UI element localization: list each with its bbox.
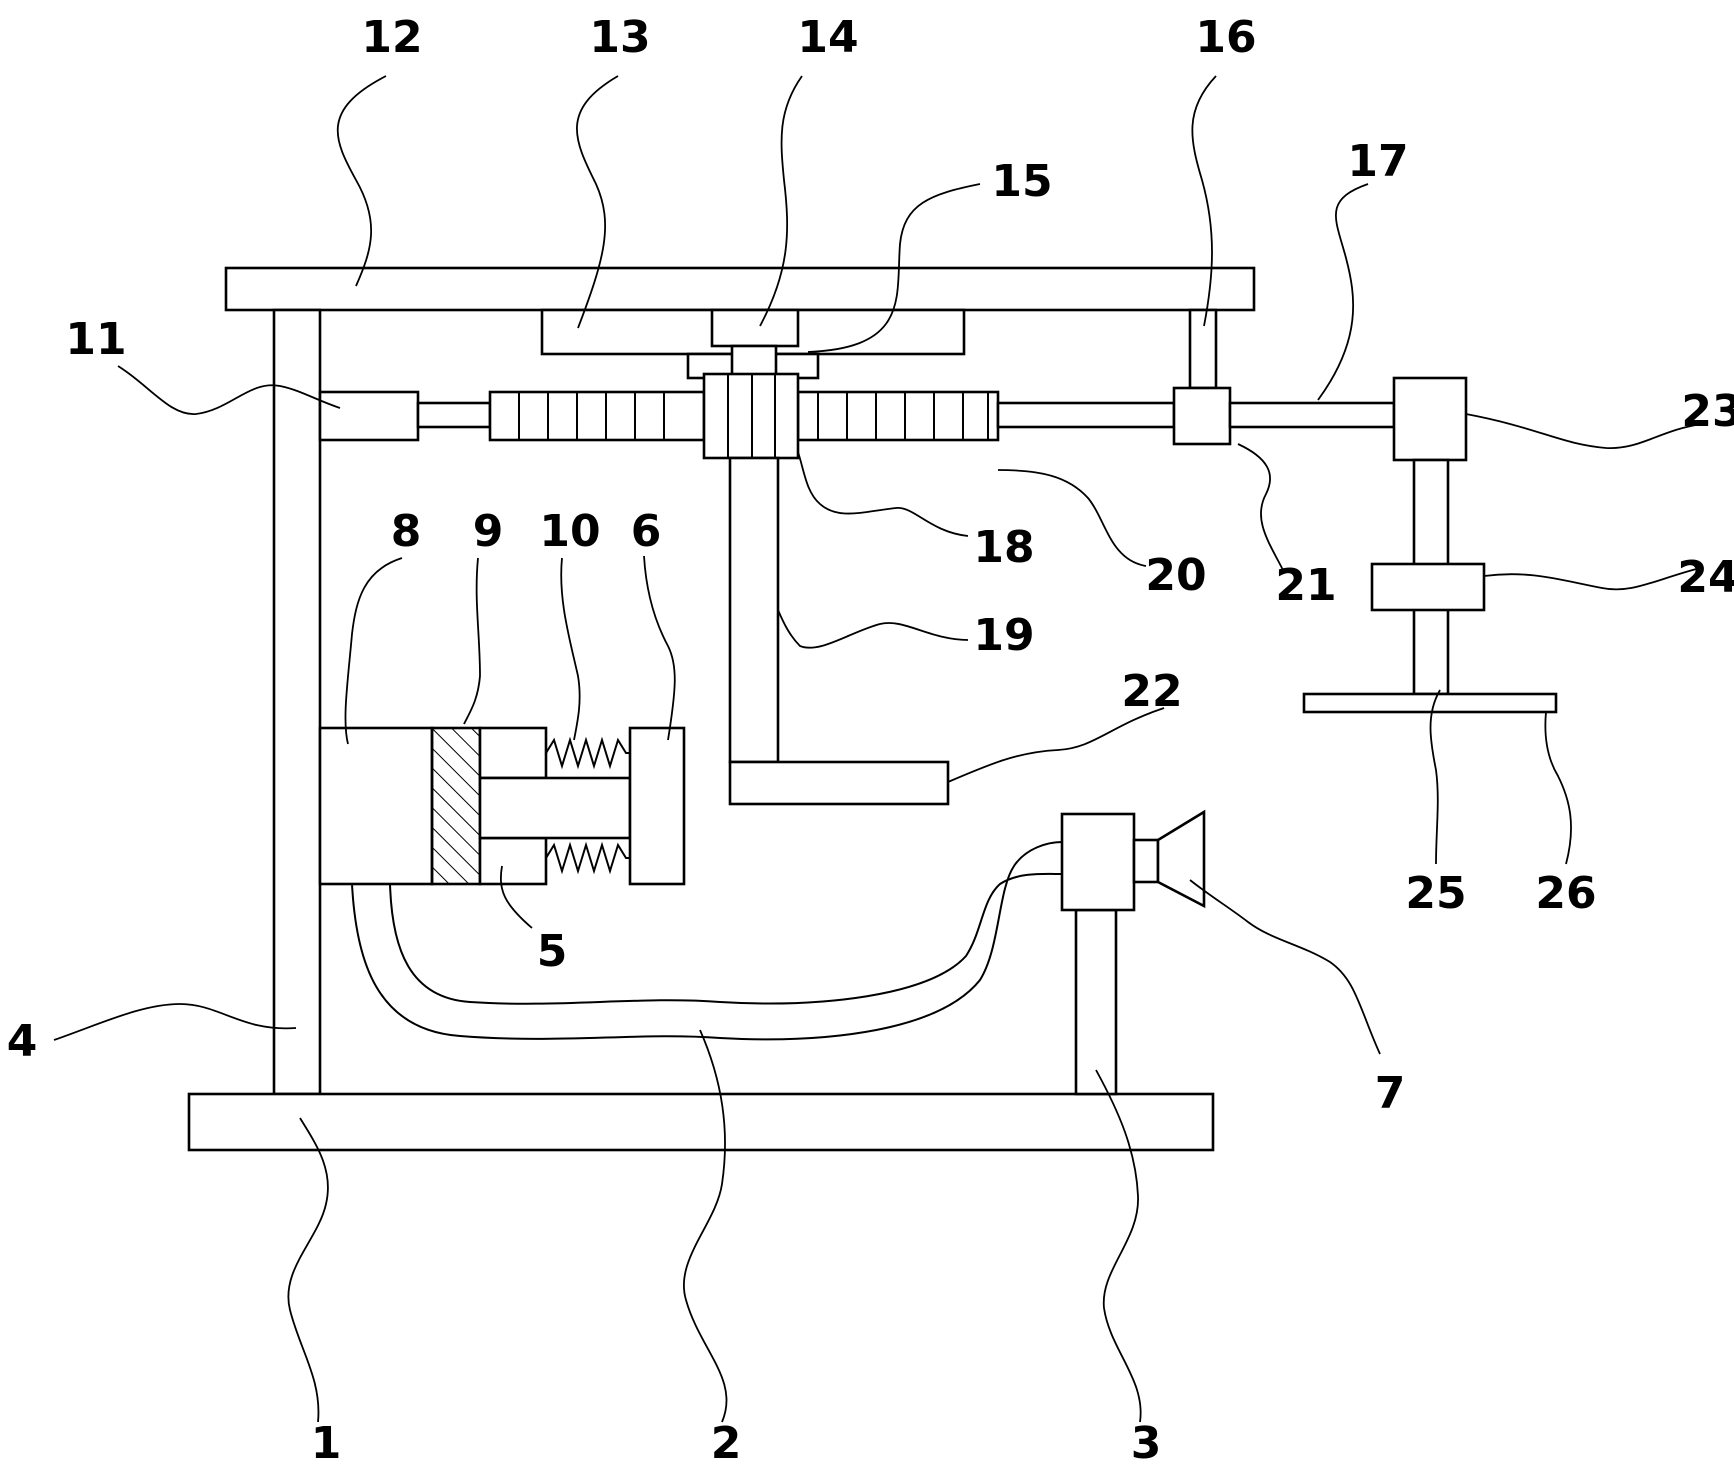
guide-lower bbox=[480, 838, 546, 884]
label-3: 3 bbox=[1131, 1418, 1162, 1464]
label-14: 14 bbox=[797, 12, 858, 63]
cylinder-23 bbox=[1394, 378, 1466, 460]
label-5: 5 bbox=[537, 926, 568, 977]
vertical-arm-19 bbox=[730, 458, 778, 762]
label-15: 15 bbox=[991, 156, 1052, 207]
guide-upper bbox=[480, 728, 546, 778]
top-plate bbox=[226, 268, 1254, 310]
left-column bbox=[274, 310, 320, 1094]
spring-10-lower bbox=[546, 845, 630, 871]
label-2: 2 bbox=[711, 1418, 742, 1464]
label-9: 9 bbox=[473, 506, 504, 557]
label-7: 7 bbox=[1375, 1068, 1406, 1119]
label-13: 13 bbox=[589, 12, 650, 63]
side-post bbox=[1190, 310, 1216, 388]
label-26: 26 bbox=[1535, 868, 1596, 919]
label-17: 17 bbox=[1347, 136, 1408, 187]
label-21: 21 bbox=[1275, 560, 1336, 611]
base-plate bbox=[189, 1094, 1213, 1150]
gear-18 bbox=[704, 374, 798, 458]
cylinder-11 bbox=[320, 392, 418, 440]
rack-right bbox=[798, 392, 998, 440]
label-19: 19 bbox=[973, 610, 1034, 661]
label-6: 6 bbox=[631, 506, 662, 557]
support-post-3 bbox=[1076, 910, 1116, 1094]
plate-6 bbox=[630, 728, 684, 884]
label-10: 10 bbox=[539, 506, 600, 557]
part-labels: 1 2 3 4 5 6 7 8 9 10 11 12 13 14 15 16 1… bbox=[7, 12, 1734, 1464]
slider-21 bbox=[1174, 388, 1230, 444]
label-4: 4 bbox=[7, 1016, 38, 1067]
label-16: 16 bbox=[1195, 12, 1256, 63]
motor-block bbox=[712, 310, 798, 346]
label-20: 20 bbox=[1145, 550, 1206, 601]
spring-10-upper bbox=[546, 740, 630, 766]
rack-left bbox=[490, 392, 704, 440]
label-22: 22 bbox=[1121, 666, 1182, 717]
rod-17 bbox=[1230, 403, 1394, 427]
pump-body bbox=[1062, 814, 1134, 910]
label-11: 11 bbox=[65, 314, 126, 365]
pad-9 bbox=[432, 728, 480, 884]
piston-rod bbox=[418, 403, 490, 427]
rod-20 bbox=[998, 403, 1174, 427]
label-25: 25 bbox=[1405, 868, 1466, 919]
collar-24 bbox=[1372, 564, 1484, 610]
block-8 bbox=[320, 728, 432, 884]
disc-26 bbox=[1304, 694, 1556, 712]
label-23: 23 bbox=[1681, 386, 1734, 437]
label-24: 24 bbox=[1677, 552, 1734, 603]
plate-22 bbox=[730, 762, 948, 804]
label-18: 18 bbox=[973, 522, 1034, 573]
slide-rod-5 bbox=[480, 778, 630, 838]
nozzle-7 bbox=[1134, 812, 1204, 906]
label-12: 12 bbox=[361, 12, 422, 63]
label-1: 1 bbox=[311, 1418, 342, 1464]
label-8: 8 bbox=[391, 506, 422, 557]
